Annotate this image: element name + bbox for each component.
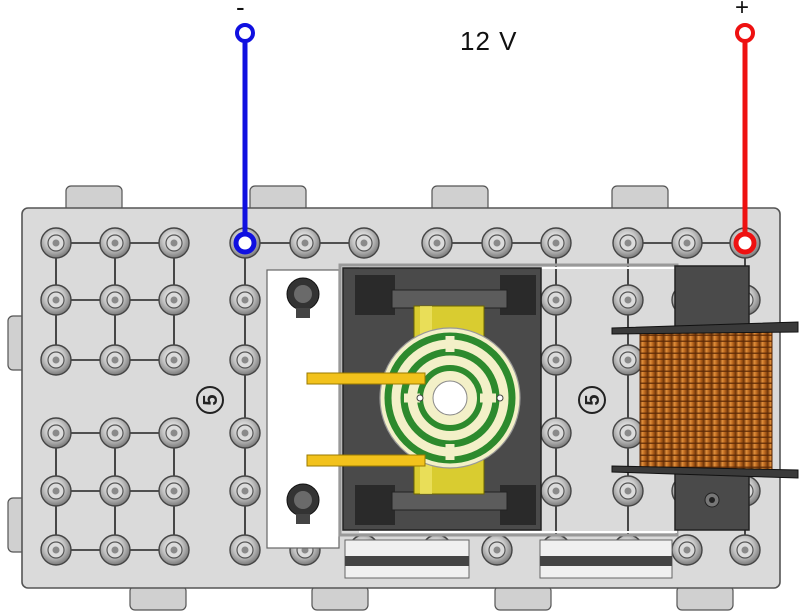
knurled-screw-top [286,277,320,318]
contact-spring-top-front [306,372,426,385]
socket [229,344,261,376]
voltage-label: 12 V [460,26,518,56]
socket [612,284,644,316]
socket [40,227,72,259]
socket [229,475,261,507]
board-tab [311,585,369,611]
coil-assembly [611,265,799,531]
socket [40,284,72,316]
socket [540,417,572,449]
socket [481,534,513,566]
socket [729,534,761,566]
rotated-5-icon: 5 [578,386,606,414]
socket [540,344,572,376]
socket [348,227,380,259]
bottom-clip-right [539,539,673,579]
socket [158,475,190,507]
board-tab [676,585,734,611]
svg-text:5: 5 [582,394,604,405]
socket [540,475,572,507]
socket [481,227,513,259]
socket [99,344,131,376]
socket [671,534,703,566]
socket [99,534,131,566]
socket [40,534,72,566]
bottom-clip-left [344,539,470,579]
socket [99,475,131,507]
negative-terminal [235,23,255,43]
socket [158,534,190,566]
rotated-5-icon: 5 [196,386,224,414]
socket [229,534,261,566]
socket [158,227,190,259]
board-tab [494,585,552,611]
knurled-screw-bottom [286,483,320,524]
socket [612,417,644,449]
socket [40,475,72,507]
svg-text:5: 5 [200,394,222,405]
board-tab [129,585,187,611]
socket [40,417,72,449]
label-plus: + [735,0,750,21]
socket [289,227,321,259]
socket [229,284,261,316]
socket [99,417,131,449]
socket [158,284,190,316]
socket [40,344,72,376]
negative-plug [233,231,257,255]
socket [540,284,572,316]
socket [229,417,261,449]
socket [421,227,453,259]
positive-terminal [735,23,755,43]
socket [612,344,644,376]
socket [671,227,703,259]
socket [99,227,131,259]
socket [99,284,131,316]
contact-spring-bottom-front [306,454,426,467]
socket [612,475,644,507]
socket [158,417,190,449]
label-minus: - [236,0,245,22]
positive-plug [733,231,757,255]
socket [158,344,190,376]
socket [540,227,572,259]
reed-pcb [379,327,521,469]
socket [612,227,644,259]
